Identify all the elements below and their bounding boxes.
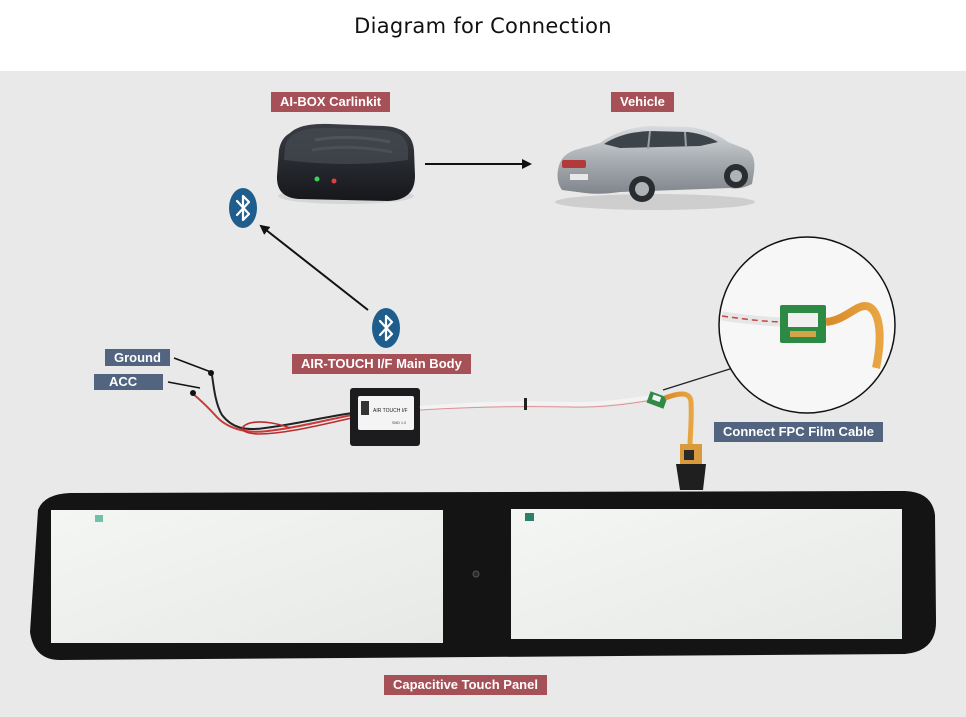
vehicle-label: Vehicle (611, 92, 674, 112)
acc-label: ACC (94, 374, 163, 390)
bluetooth-icon (229, 188, 257, 228)
signal-cable (419, 395, 653, 411)
bluetooth-icon (372, 308, 400, 348)
device-print-line2: SMD 1.0 (392, 421, 406, 425)
fpc-cable-label: Connect FPC Film Cable (714, 422, 883, 442)
ai-box-device-image (276, 123, 415, 204)
touch-panel-image (30, 491, 937, 660)
power-wires (167, 357, 353, 435)
arrow-icon (259, 224, 369, 311)
callout-line (662, 367, 734, 391)
ai-box-label: AI-BOX Carlinkit (271, 92, 391, 112)
vehicle-image (555, 126, 755, 210)
main-body-label: AIR-TOUCH I/F Main Body (292, 354, 471, 374)
fpc-zoom-circle (718, 236, 896, 414)
device-print-line1: AIR TOUCH I/F (373, 408, 408, 414)
touch-panel-label: Capacitive Touch Panel (384, 675, 547, 695)
main-body-device-image: AIR TOUCH I/F SMD 1.0 (350, 388, 420, 446)
diagram-title: Diagram for Connection (354, 14, 612, 38)
ground-label: Ground (105, 349, 170, 366)
fpc-connector-image (646, 391, 706, 490)
